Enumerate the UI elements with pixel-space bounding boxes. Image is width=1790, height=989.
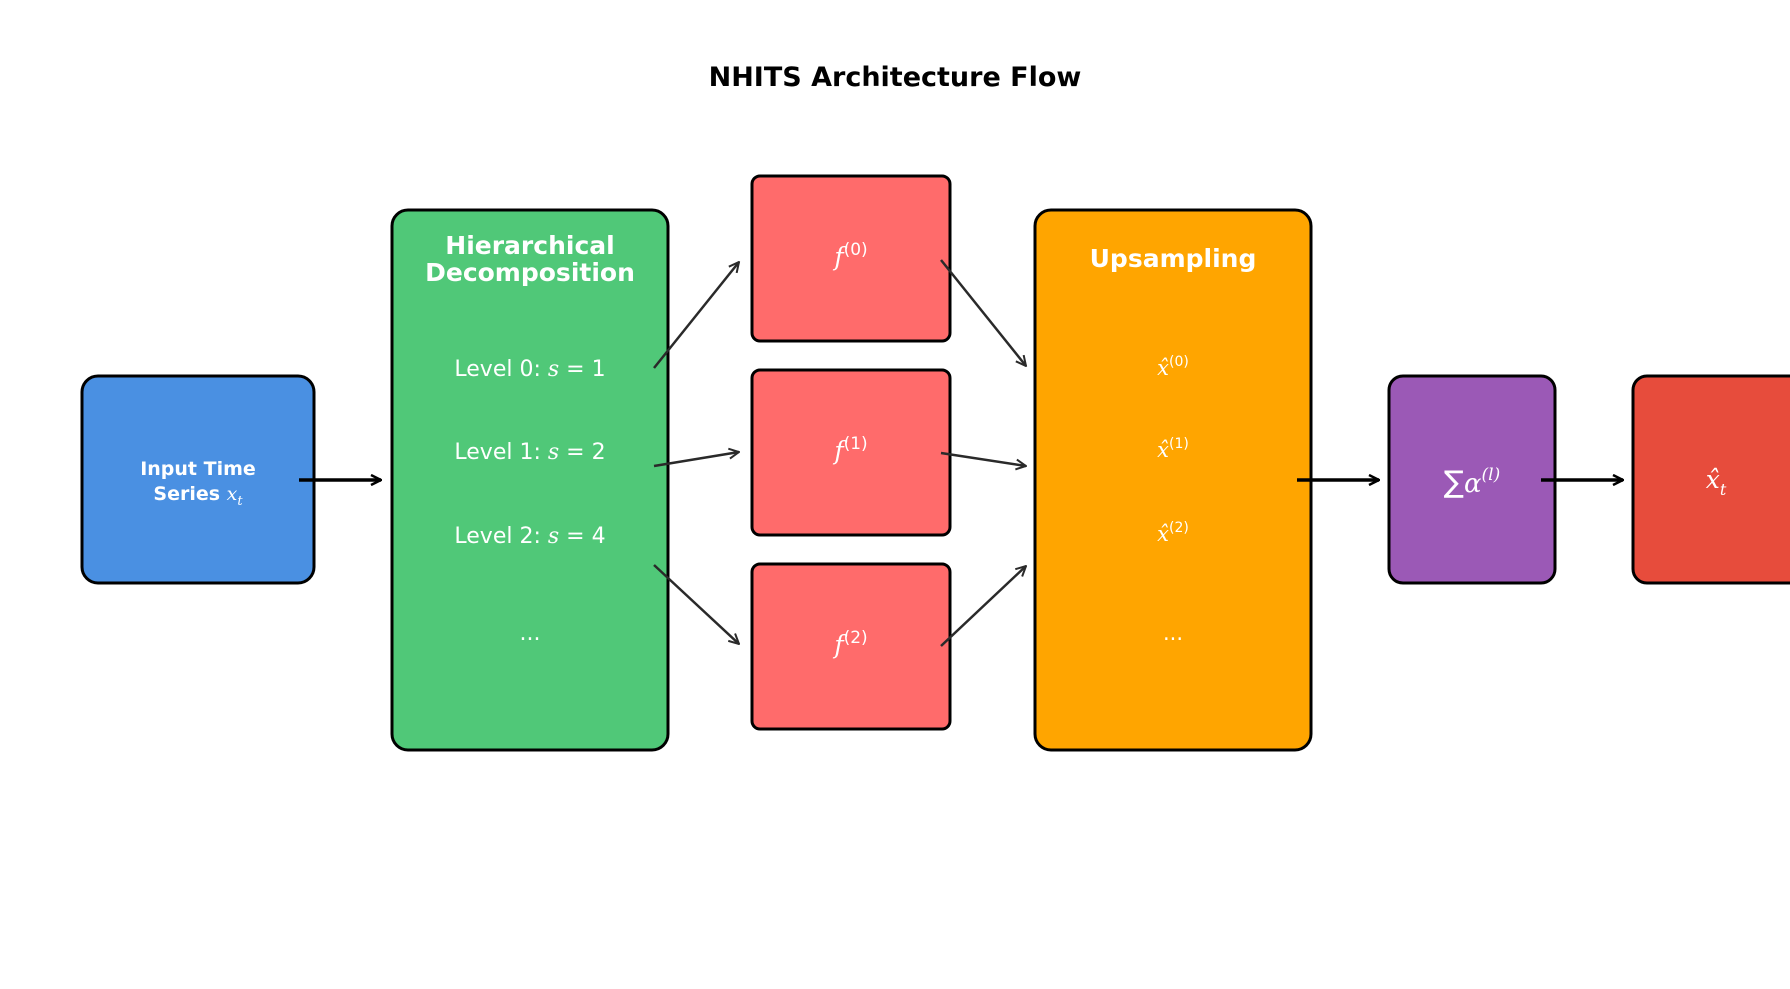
upsampling-item-0: x̂(0) (1157, 354, 1189, 380)
weighted-sum-box: ∑α(l) (1387, 374, 1557, 585)
input-time-series-box: Input Time Series xt (80, 374, 316, 585)
upsampling-item-1: x̂(1) (1157, 436, 1189, 462)
arrow-mlp0-to-upsampling (940, 259, 1026, 366)
input-label-line1: Input Time (140, 458, 256, 480)
upsampling-title: Upsampling (1090, 244, 1257, 273)
arrow-level1-to-mlp1 (653, 452, 739, 468)
decomposition-ellipsis: ... (520, 621, 541, 646)
mlp-block-0: f(0) (750, 174, 952, 343)
decomposition-level-0: Level 0: s = 1 (454, 357, 605, 382)
upsampling-ellipsis: ... (1163, 621, 1183, 645)
arrow-level2-to-mlp2 (653, 564, 739, 644)
mlp-block-1: f(1) (750, 368, 952, 537)
diagram-title: NHITS Architecture Flow (709, 62, 1082, 93)
output-label: x̂t (1706, 465, 1727, 499)
decomposition-title-line1: Hierarchical (445, 231, 614, 260)
arrow-mlp1-to-upsampling (940, 451, 1026, 466)
hierarchical-decomposition-box: Hierarchical Decomposition Level 0: s = … (390, 208, 670, 752)
mlp-block-2: f(2) (750, 562, 952, 731)
upsampling-item-2: x̂(2) (1157, 520, 1189, 546)
output-forecast-box: x̂t (1631, 374, 1790, 585)
arrow-mlp2-to-upsampling (940, 566, 1026, 647)
upsampling-box: Upsampling x̂(0) x̂(1) x̂(2) ... (1033, 208, 1313, 752)
decomposition-level-2: Level 2: s = 4 (454, 524, 605, 549)
mlp-label-2: f(2) (832, 628, 867, 659)
mlp-label-1: f(1) (832, 434, 867, 465)
mlp-label-0: f(0) (832, 240, 867, 271)
sum-label: ∑α(l) (1444, 465, 1500, 500)
input-label-line2: Series xt (153, 483, 243, 509)
decomposition-level-1: Level 1: s = 2 (454, 440, 605, 465)
arrow-level0-to-mlp0 (653, 262, 739, 369)
decomposition-title-line2: Decomposition (425, 258, 635, 287)
